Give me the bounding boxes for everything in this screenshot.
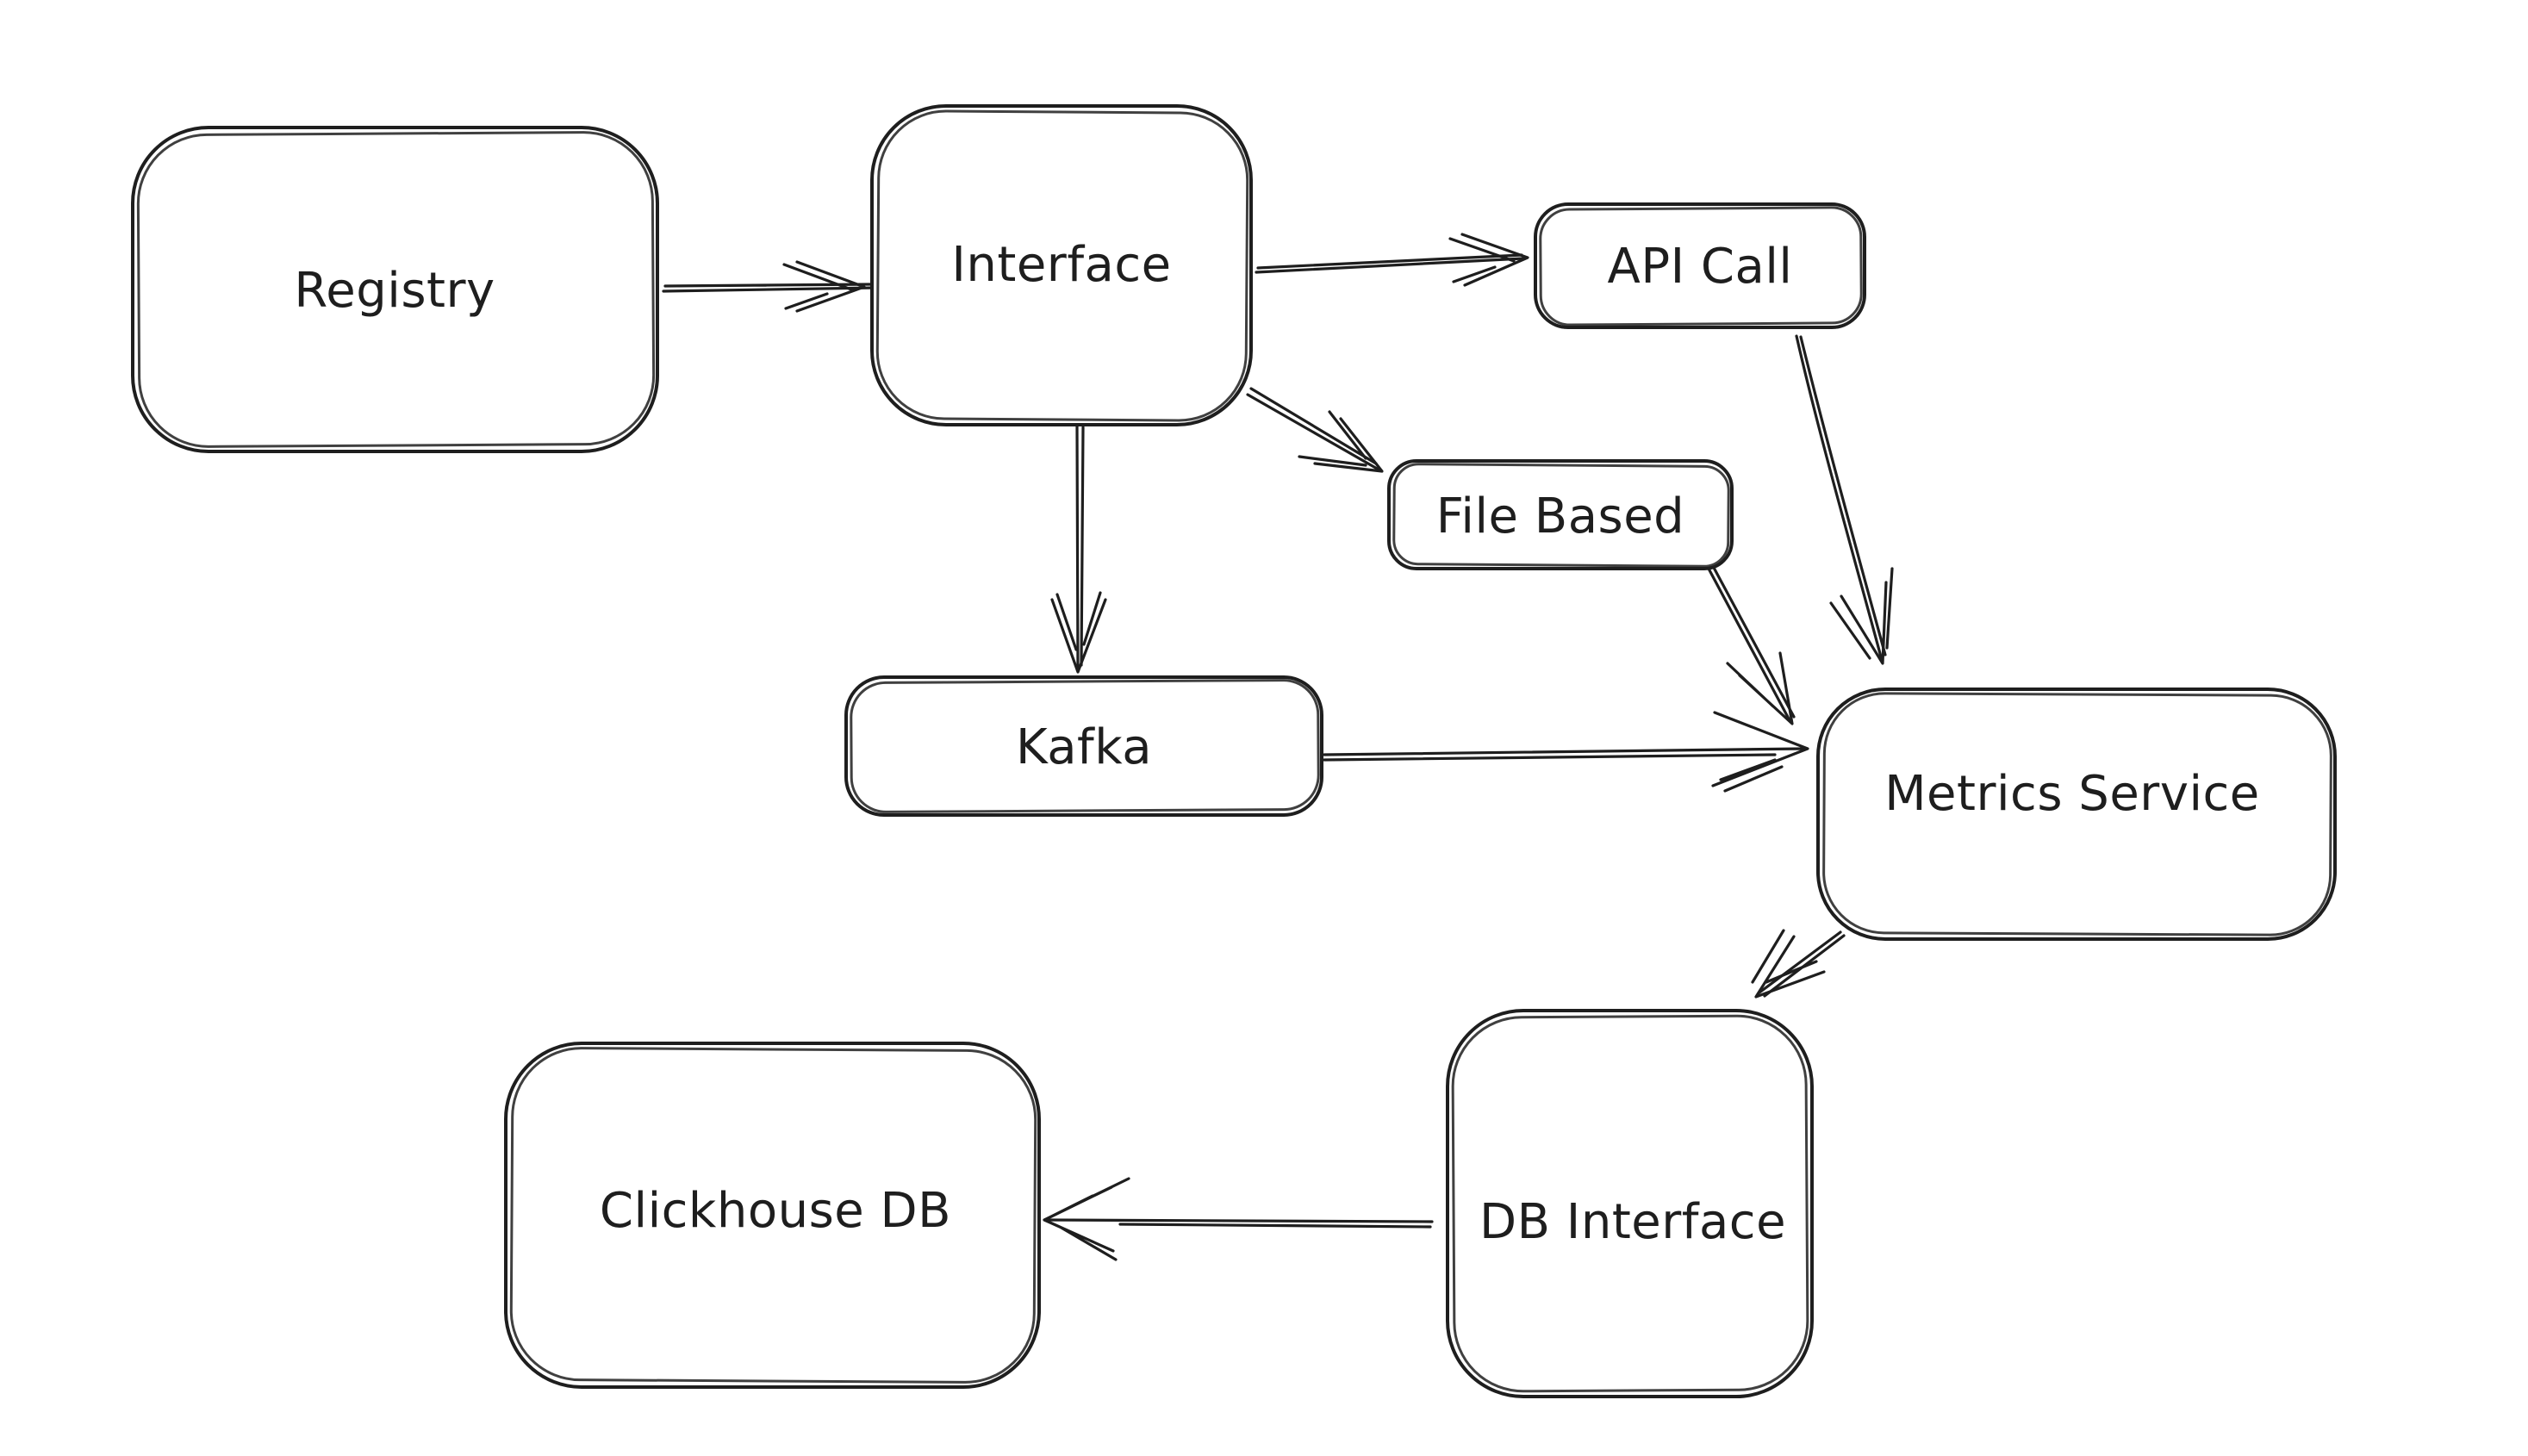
- edge-interface-kafka[interactable]: [1050, 424, 1107, 674]
- node-metrics-service[interactable]: Metrics Service: [1816, 688, 2337, 941]
- edge-kafka-metrics[interactable]: [1323, 711, 1809, 793]
- edge-apicall-metrics[interactable]: [1795, 334, 1894, 665]
- edge-interface-filebased[interactable]: [1246, 387, 1384, 473]
- edge-metrics-dbinterface-arrowhead-icon: [1751, 929, 1826, 999]
- edge-dbinterface-clickhouse[interactable]: [1043, 1177, 1434, 1261]
- node-metrics-service-shape[interactable]: [1816, 688, 2337, 941]
- node-registry[interactable]: Registry: [131, 126, 659, 453]
- node-kafka-label: Kafka: [1016, 719, 1152, 775]
- node-metrics-service-label: Metrics Service: [1884, 766, 2260, 822]
- node-file-based-shape-sketch: [1392, 463, 1730, 568]
- node-kafka[interactable]: Kafka: [844, 675, 1323, 817]
- edge-dbinterface-clickhouse-arrowhead-icon: [1043, 1177, 1130, 1261]
- node-api-call-label: API Call: [1608, 239, 1793, 295]
- edge-apicall-metrics-shaft: [1795, 334, 1887, 662]
- edge-apicall-metrics-arrowhead-icon: [1829, 567, 1894, 665]
- node-db-interface-shape[interactable]: [1446, 1009, 1814, 1398]
- node-metrics-service-shape-sketch: [1822, 692, 2332, 936]
- edge-metrics-dbinterface-shaft: [1758, 930, 1846, 998]
- node-clickhouse-db-shape-sketch: [509, 1047, 1037, 1384]
- node-file-based[interactable]: File Based: [1387, 459, 1734, 570]
- node-api-call-shape[interactable]: [1534, 202, 1866, 329]
- node-interface-shape-sketch: [875, 109, 1249, 422]
- edge-filebased-metrics[interactable]: [1707, 564, 1796, 725]
- node-clickhouse-db-label: Clickhouse DB: [600, 1183, 951, 1239]
- node-api-call-shape-sketch: [1539, 206, 1863, 327]
- edge-kafka-metrics-shaft: [1323, 747, 1806, 762]
- node-interface-label: Interface: [951, 237, 1171, 293]
- edge-metrics-dbinterface[interactable]: [1751, 929, 1846, 999]
- edge-interface-kafka-shaft: [1075, 424, 1085, 672]
- node-file-based-label: File Based: [1436, 488, 1684, 544]
- edge-interface-apicall-shaft: [1255, 253, 1525, 274]
- node-clickhouse-db-shape[interactable]: [504, 1042, 1041, 1389]
- edge-interface-filebased-shaft: [1246, 387, 1380, 471]
- edge-interface-apicall-arrowhead-icon: [1448, 233, 1529, 287]
- edge-interface-kafka-arrowhead-icon: [1050, 591, 1107, 674]
- node-kafka-shape[interactable]: [844, 675, 1323, 817]
- node-db-interface-shape-sketch: [1451, 1014, 1809, 1393]
- edge-filebased-metrics-shaft: [1707, 564, 1796, 724]
- node-interface[interactable]: Interface: [870, 104, 1253, 426]
- edge-registry-interface-arrowhead-icon: [782, 260, 866, 313]
- node-db-interface[interactable]: DB Interface: [1446, 1009, 1814, 1398]
- edge-kafka-metrics-arrowhead-icon: [1711, 711, 1809, 793]
- edge-registry-interface[interactable]: [662, 260, 879, 313]
- edge-interface-apicall[interactable]: [1255, 233, 1529, 287]
- edge-filebased-metrics-arrowhead-icon: [1726, 651, 1794, 725]
- node-registry-shape-sketch: [136, 131, 656, 448]
- edge-interface-filebased-arrowhead-icon: [1298, 410, 1384, 473]
- node-interface-shape[interactable]: [870, 104, 1253, 426]
- node-api-call[interactable]: API Call: [1534, 202, 1866, 329]
- node-registry-shape[interactable]: [131, 126, 659, 453]
- edge-dbinterface-clickhouse-shaft: [1046, 1218, 1434, 1229]
- node-registry-label: Registry: [294, 263, 495, 319]
- node-file-based-shape[interactable]: [1387, 459, 1734, 570]
- node-db-interface-label: DB Interface: [1479, 1194, 1786, 1250]
- node-kafka-shape-sketch: [850, 679, 1320, 813]
- node-clickhouse-db[interactable]: Clickhouse DB: [504, 1042, 1041, 1389]
